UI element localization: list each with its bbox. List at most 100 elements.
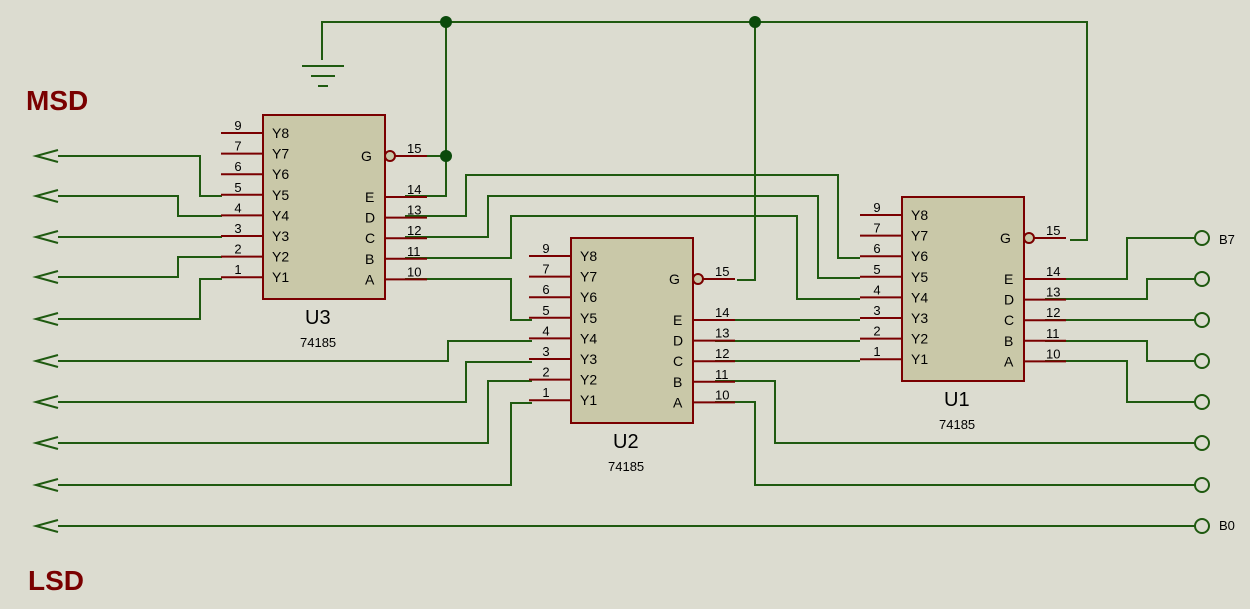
pin-name: E	[673, 312, 682, 328]
input-terminal-icon[interactable]	[1194, 477, 1210, 493]
input-terminal-icon[interactable]	[1194, 271, 1210, 287]
wire	[58, 340, 532, 362]
pin-name: Y5	[272, 187, 289, 203]
pin-name: Y3	[580, 351, 597, 367]
pin-name: D	[1004, 292, 1014, 308]
pin-number: 10	[1046, 346, 1060, 361]
pin-name: E	[1004, 271, 1013, 287]
inversion-bubble-icon	[692, 273, 704, 285]
pin-number: 2	[873, 324, 880, 339]
pin-name: C	[673, 353, 683, 369]
pin-name: Y5	[580, 310, 597, 326]
chip-part-label: 74185	[608, 459, 644, 474]
pin-name: Y8	[580, 248, 597, 264]
junction-dot	[749, 16, 761, 28]
pin-number: 7	[234, 139, 241, 154]
pin-name: Y2	[580, 372, 597, 388]
wire	[58, 380, 532, 444]
pin-name: G	[669, 271, 680, 287]
input-terminal-icon[interactable]	[1194, 435, 1210, 451]
chip-body	[262, 114, 386, 300]
input-terminals	[1194, 230, 1210, 534]
chip-part-label: 74185	[300, 335, 336, 350]
wire	[405, 174, 860, 259]
pin-name: Y2	[272, 249, 289, 265]
pin-name: Y4	[580, 330, 597, 346]
pin-number: 2	[542, 365, 549, 380]
pin-number: 4	[542, 323, 549, 338]
output-terminals	[32, 149, 59, 533]
pin-number: 13	[407, 203, 421, 218]
pin-number: 2	[234, 242, 241, 257]
chip-part-label: 74185	[939, 417, 975, 432]
pin-name: G	[1000, 230, 1011, 246]
wires	[58, 21, 1195, 527]
pin-name: B	[673, 374, 682, 390]
wire	[737, 22, 756, 281]
input-terminal-icon[interactable]	[1194, 518, 1210, 534]
wire	[1045, 360, 1195, 403]
pin-number: 13	[1046, 285, 1060, 300]
pin-name: Y7	[911, 228, 928, 244]
pin-name: B	[1004, 333, 1013, 349]
pin-name: Y4	[911, 289, 928, 305]
pin-number: 5	[873, 262, 880, 277]
input-terminal-icon[interactable]	[1194, 312, 1210, 328]
pin-name: Y6	[911, 248, 928, 264]
pin-name: Y1	[911, 351, 928, 367]
pin-name: Y3	[272, 228, 289, 244]
input-label-b0: B0	[1219, 518, 1235, 533]
wire	[321, 21, 1088, 241]
pin-name: Y5	[911, 269, 928, 285]
pin-name: Y7	[272, 146, 289, 162]
pin-number: 1	[234, 262, 241, 277]
pin-number: 4	[873, 282, 880, 297]
output-arrow-icon	[32, 312, 59, 326]
pin-number: 15	[715, 264, 729, 279]
junction-dot	[440, 16, 452, 28]
output-arrow-icon	[32, 270, 59, 284]
junctions	[440, 16, 761, 162]
pin-number: 14	[1046, 264, 1060, 279]
input-terminal-icon[interactable]	[1194, 394, 1210, 410]
output-arrow-icon	[32, 395, 59, 409]
pin-number: 11	[407, 244, 421, 259]
pin-name: A	[1004, 353, 1014, 369]
pin-number: 6	[873, 241, 880, 256]
pin-name: B	[365, 251, 374, 267]
pin-name: Y6	[272, 166, 289, 182]
pin-name: Y8	[272, 125, 289, 141]
chip-body	[570, 237, 694, 424]
wire	[1045, 340, 1195, 362]
ground-icon	[302, 65, 344, 87]
pin-number: 1	[873, 344, 880, 359]
wire	[1045, 237, 1195, 280]
pin-number: 9	[873, 200, 880, 215]
pin-name: C	[1004, 312, 1014, 328]
inversion-bubble-icon	[1023, 232, 1035, 244]
pin-number: 6	[542, 282, 549, 297]
pin-number: 14	[407, 182, 421, 197]
pin-number: 1	[542, 385, 549, 400]
pin-name: Y7	[580, 269, 597, 285]
msd-label: MSD	[26, 85, 88, 116]
chip-body	[901, 196, 1025, 382]
pin-number: 14	[715, 305, 729, 320]
input-terminal-icon[interactable]	[1194, 353, 1210, 369]
input-terminal-icon[interactable]	[1194, 230, 1210, 246]
pin-number: 7	[542, 262, 549, 277]
pin-name: G	[361, 148, 372, 164]
input-label-b7: B7	[1219, 232, 1235, 247]
pin-number: 3	[234, 221, 241, 236]
pin-number: 12	[715, 346, 729, 361]
lsd-label: LSD	[28, 565, 84, 596]
output-arrow-icon	[32, 149, 59, 163]
pin-number: 15	[1046, 223, 1060, 238]
pin-number: 10	[715, 387, 729, 402]
output-arrow-icon	[32, 354, 59, 368]
pin-number: 11	[715, 367, 729, 382]
pin-name: C	[365, 230, 375, 246]
